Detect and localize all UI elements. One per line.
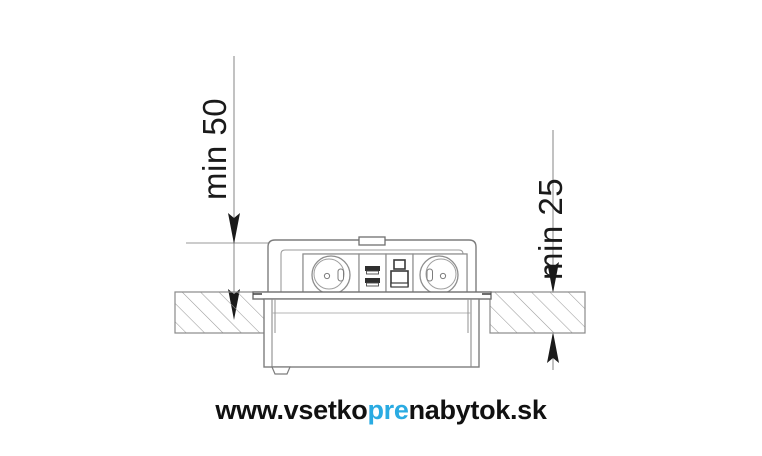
watermark-url: www.vsetkoprenabytok.sk <box>0 395 762 426</box>
lid-handle-notch <box>358 236 386 246</box>
dimension-label-min-25: min 25 <box>532 177 569 280</box>
socket-right-pin-hole <box>439 272 447 280</box>
unit-body <box>263 298 480 368</box>
watermark-prefix: www.vsetko <box>215 395 368 425</box>
unit-foot-tab <box>271 366 291 375</box>
socket-left-earth-slot <box>337 268 344 282</box>
mounting-flange <box>252 291 492 300</box>
socket-right-earth-slot <box>426 268 433 282</box>
data-module <box>385 253 414 297</box>
usb-port-lower <box>365 278 380 287</box>
rj45-jack-base <box>390 282 409 288</box>
power-socket-right <box>412 253 468 297</box>
socket-unit <box>252 236 492 375</box>
watermark-suffix: nabytok.sk <box>408 395 547 425</box>
arrow-min50-top <box>228 213 240 244</box>
usb-port-upper <box>365 266 380 275</box>
power-socket-left <box>302 253 360 297</box>
worktop-right-section <box>489 291 586 334</box>
dimension-label-min-50: min 50 <box>196 97 233 200</box>
arrow-min25-bottom <box>547 332 559 363</box>
watermark-accent: pre <box>367 395 409 425</box>
socket-left-pin-hole <box>323 272 331 280</box>
arrow-min25-top <box>547 262 559 293</box>
usb-module-frame <box>358 253 387 297</box>
rj45-latch <box>393 259 406 270</box>
socket-right-inner-ring <box>425 258 457 290</box>
usb-module <box>358 253 387 297</box>
